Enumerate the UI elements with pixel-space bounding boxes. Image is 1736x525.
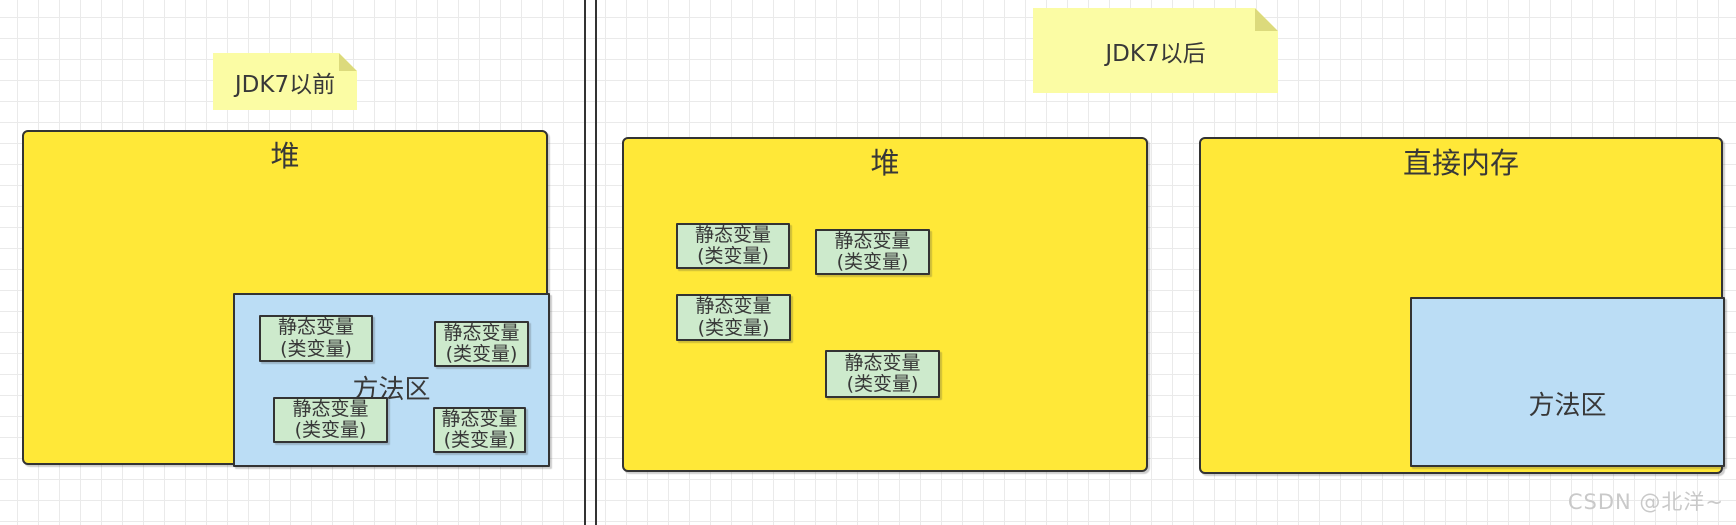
static-variable-box: 静态变量 (类变量) [825, 350, 940, 398]
static-variable-line1: 静态变量 [694, 223, 771, 246]
static-variable-line1: 静态变量 [443, 321, 520, 344]
static-variable-line1: 静态变量 [834, 229, 911, 252]
static-variable-line2: (类变量) [697, 316, 770, 339]
sticky-note-jdk7-before: JDK7以前 [213, 53, 357, 110]
static-variable-box: 静态变量 (类变量) [434, 321, 529, 367]
static-variable-box: 静态变量 (类变量) [676, 223, 790, 269]
static-variable-line2: (类变量) [443, 429, 516, 451]
method-area-box-jdk7-after: 方法区 [1410, 297, 1725, 467]
sticky-fold-corner-icon [339, 53, 357, 71]
static-variable-box: 静态变量 (类变量) [259, 315, 373, 362]
sticky-note-label: JDK7以后 [1105, 40, 1206, 67]
method-area-label: 方法区 [1528, 391, 1607, 421]
sticky-note-label: JDK7以前 [234, 71, 336, 98]
static-variable-box: 静态变量 (类变量) [676, 294, 791, 341]
heap-label: 堆 [870, 146, 900, 180]
heap-label: 堆 [270, 139, 300, 173]
static-variable-line2: (类变量) [697, 245, 769, 267]
sticky-note-jdk7-after: JDK7以后 [1033, 8, 1278, 93]
static-variable-line2: (类变量) [280, 337, 352, 360]
static-variable-box: 静态变量 (类变量) [273, 397, 388, 443]
static-variable-box: 静态变量 (类变量) [433, 407, 526, 453]
watermark-text: CSDN @北洋~ [1567, 490, 1724, 514]
static-variable-line1: 静态变量 [277, 316, 354, 339]
static-variable-line2: (类变量) [846, 373, 919, 395]
direct-memory-label: 直接内存 [1402, 146, 1519, 180]
panel-divider-line-left [584, 0, 586, 525]
static-variable-line2: (类变量) [445, 343, 518, 365]
sticky-fold-corner-icon [1255, 8, 1278, 31]
static-variable-box: 静态变量 (类变量) [815, 229, 930, 275]
static-variable-line2: (类变量) [294, 419, 367, 441]
static-variable-line1: 静态变量 [292, 397, 369, 420]
static-variable-line1: 静态变量 [695, 295, 772, 318]
static-variable-line1: 静态变量 [441, 407, 518, 430]
panel-divider-line-right [595, 0, 597, 525]
static-variable-line2: (类变量) [836, 251, 909, 273]
static-variable-line1: 静态变量 [844, 351, 921, 374]
